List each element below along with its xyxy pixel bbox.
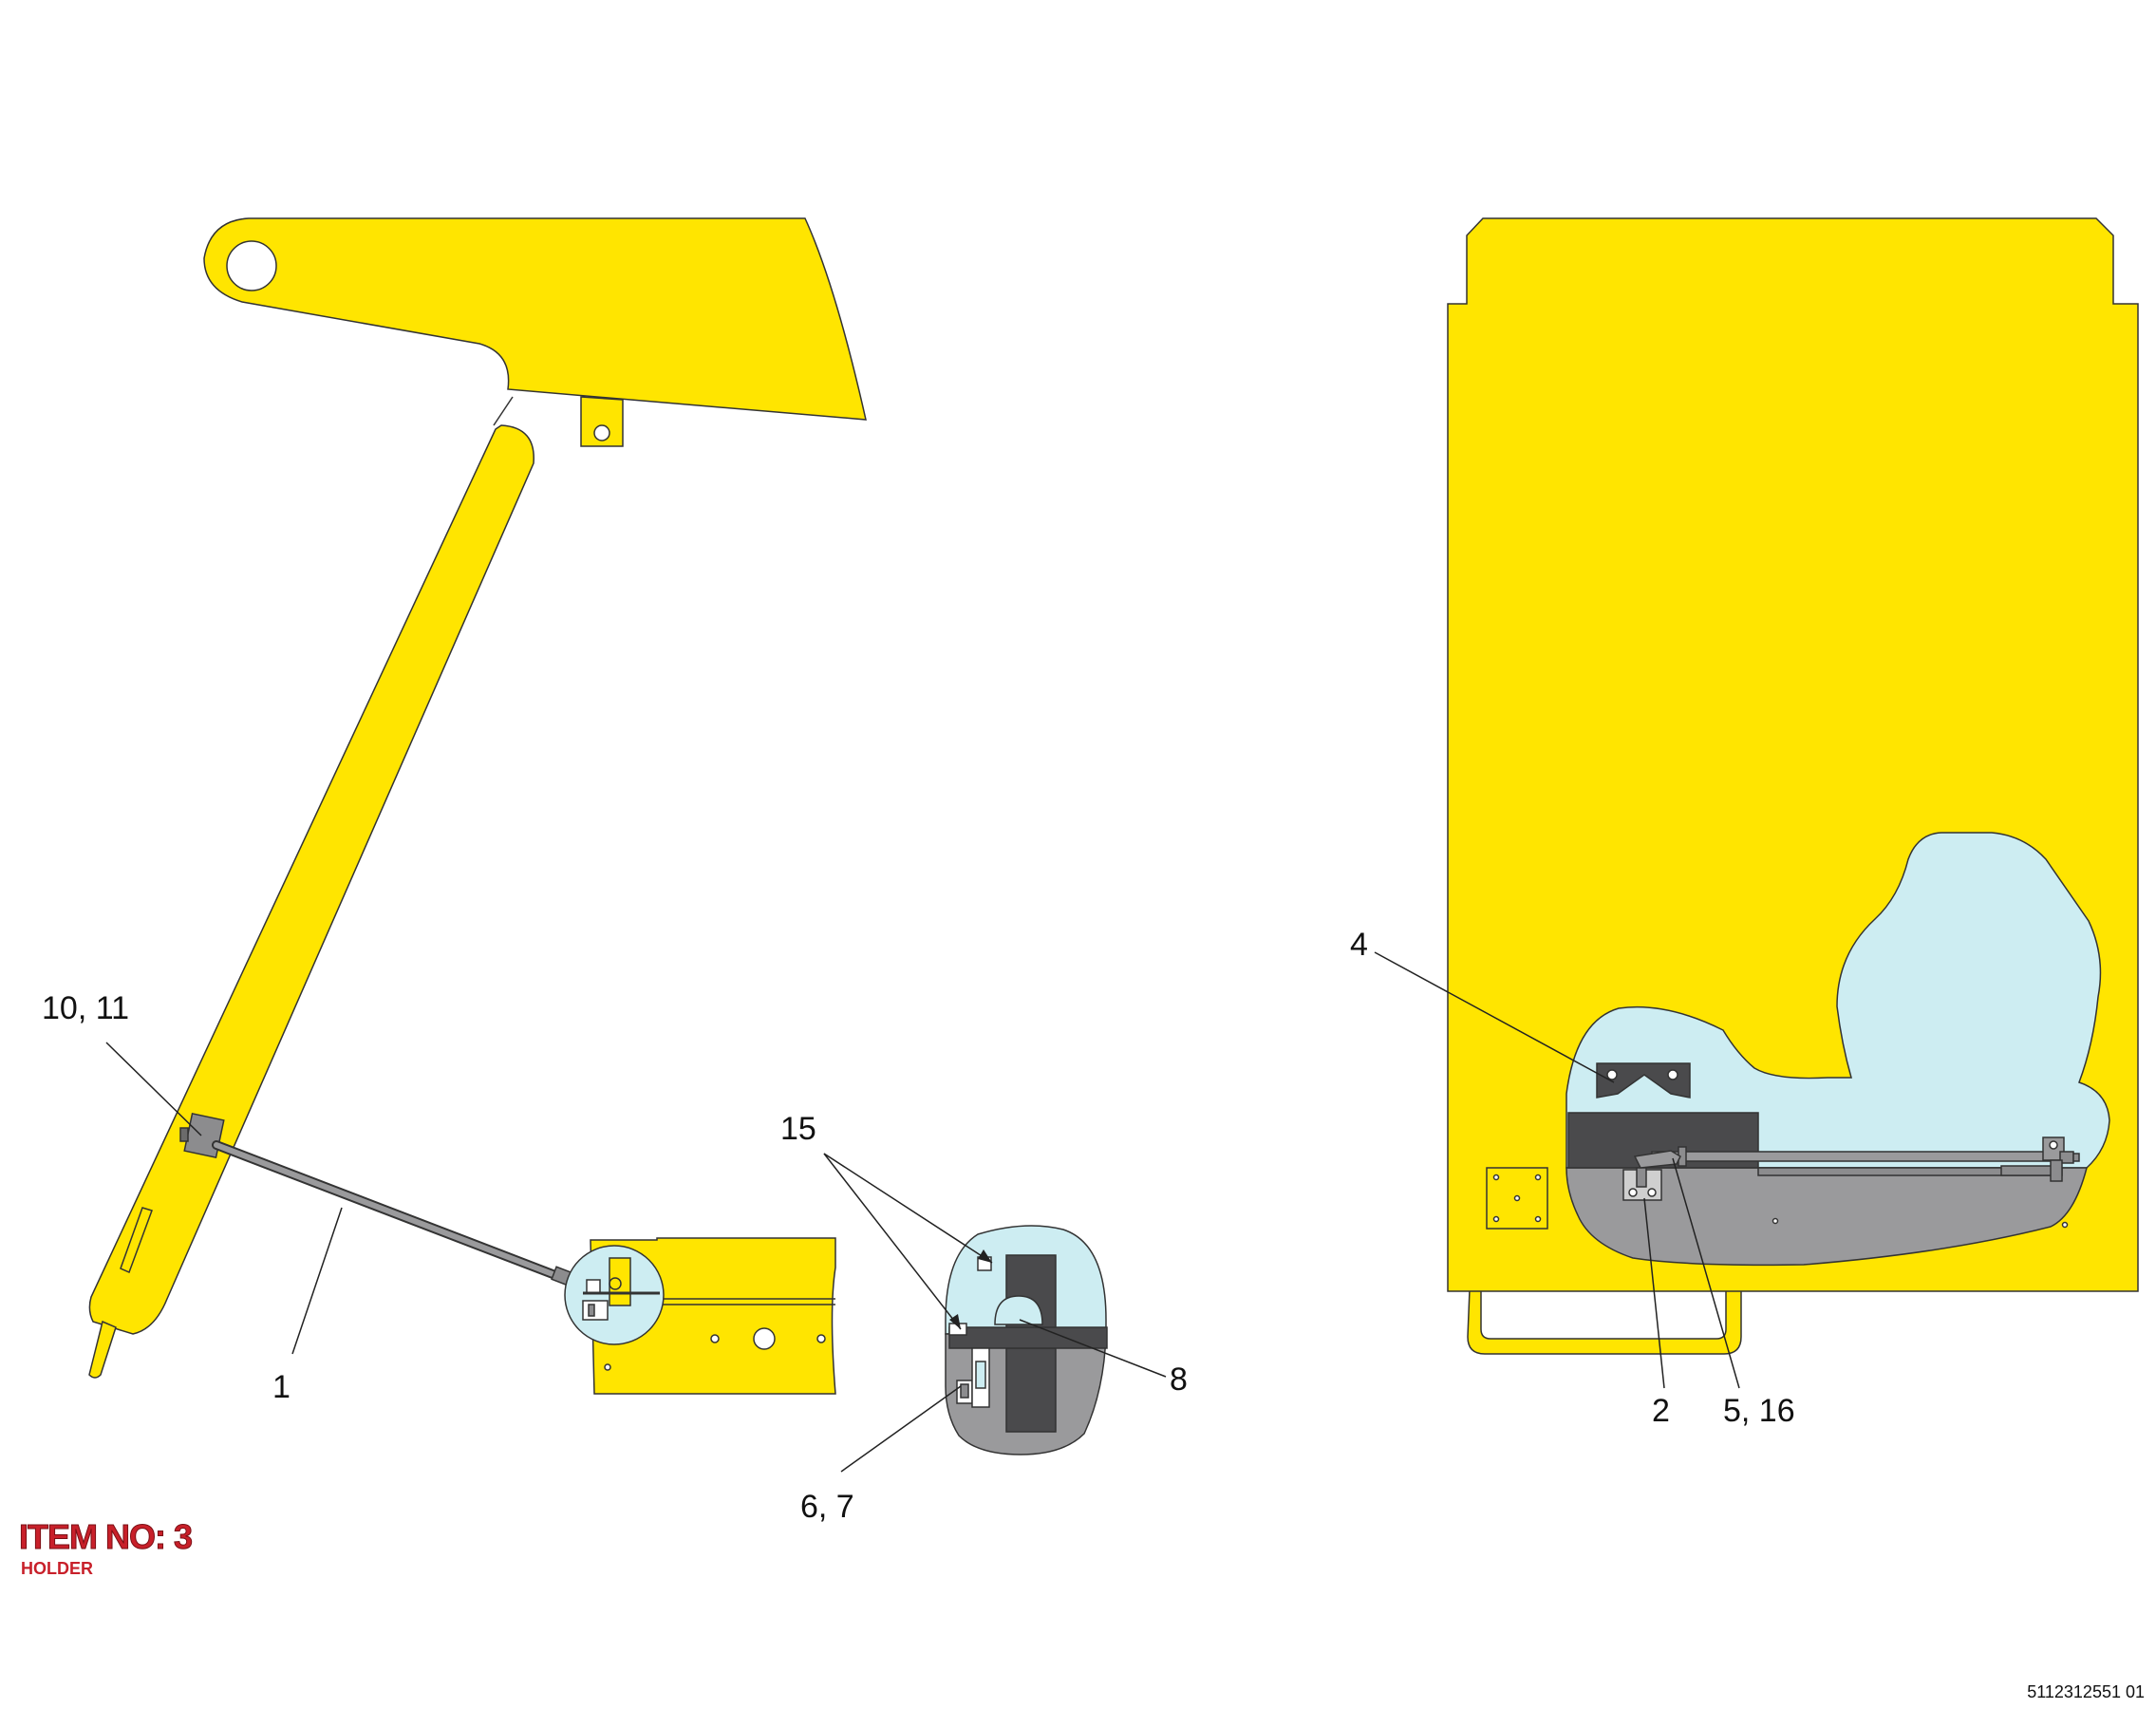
panel-handle — [1467, 1288, 1742, 1355]
actuator-rod — [1651, 1151, 2061, 1162]
callout-8: 8 — [1170, 1362, 1188, 1398]
cable-end-detail — [564, 1245, 665, 1345]
arm-side-flange — [120, 1207, 153, 1274]
diagonal-arm — [88, 424, 534, 1335]
clamp-lower-block — [1005, 1347, 1057, 1433]
callout-2: 2 — [1652, 1393, 1670, 1429]
arm-assembly — [88, 217, 867, 1379]
callout-5-16: 5, 16 — [1723, 1393, 1795, 1429]
callout-1: 1 — [272, 1369, 291, 1405]
top-plate — [203, 217, 867, 421]
leader-arrowheads — [949, 1249, 992, 1329]
hinge-eye — [226, 240, 277, 291]
document-number: 5112312551 01 — [2027, 1682, 2145, 1701]
cutaway-upper — [1565, 832, 2110, 1169]
clamp-bar — [948, 1326, 1108, 1349]
clamp-loop — [994, 1295, 1043, 1325]
arm-clip — [183, 1113, 225, 1158]
item-name-label: HOLDER — [21, 1559, 93, 1578]
callout-4: 4 — [1350, 927, 1368, 963]
arm-lower-pin — [88, 1320, 117, 1379]
plate-lug — [580, 396, 624, 447]
clamp-detail — [945, 1225, 1108, 1455]
callout-15: 15 — [780, 1111, 816, 1147]
callout-10-11: 10, 11 — [42, 990, 129, 1026]
item-number-label: ITEM NO: 3 — [18, 1517, 193, 1557]
lug-hole — [593, 424, 610, 441]
cable — [212, 1140, 573, 1286]
callout-6-7: 6, 7 — [800, 1489, 854, 1525]
leader-lines — [105, 951, 1740, 1473]
bracket-part-4 — [1596, 1062, 1691, 1099]
panel-assembly — [1447, 217, 2139, 1355]
